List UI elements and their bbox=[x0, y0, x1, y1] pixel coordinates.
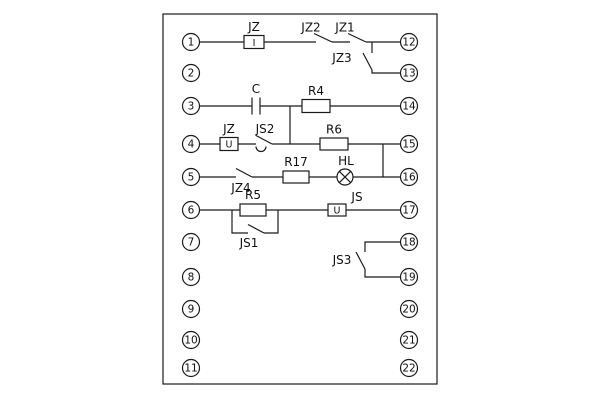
r4-label: R4 bbox=[308, 84, 324, 98]
wire bbox=[364, 269, 400, 278]
terminal-number: 2 bbox=[188, 68, 195, 80]
terminal-number: 8 bbox=[188, 272, 195, 284]
terminal-number: 12 bbox=[402, 37, 415, 49]
terminal-number: 20 bbox=[402, 304, 415, 316]
branch-jz-js2-r6: U JZ JS2 R6 bbox=[200, 122, 400, 177]
wire bbox=[231, 210, 248, 234]
terminal-10: 10 bbox=[181, 330, 201, 350]
terminal-number: 16 bbox=[402, 172, 416, 184]
r17-label: R17 bbox=[284, 155, 308, 169]
capacitor-label: C bbox=[252, 82, 260, 96]
r5-label: R5 bbox=[245, 188, 261, 202]
terminal-12: 12 bbox=[399, 32, 419, 52]
terminal-9: 9 bbox=[181, 299, 201, 319]
jz-coil-inner: I bbox=[253, 38, 256, 49]
terminal-number: 1 bbox=[188, 37, 195, 49]
r6-label: R6 bbox=[326, 123, 342, 137]
js3-label: JS3 bbox=[332, 253, 352, 267]
terminal-20: 20 bbox=[399, 299, 419, 319]
jz-aux-inner: U bbox=[226, 140, 233, 151]
r5-resistor bbox=[239, 203, 267, 217]
jz1-contact-icon bbox=[347, 32, 367, 43]
js3-contact-icon bbox=[355, 251, 366, 270]
terminal-21: 21 bbox=[399, 330, 419, 350]
branch-js3: JS3 bbox=[332, 241, 400, 278]
r17-resistor bbox=[282, 170, 310, 184]
jz-aux-label: JZ bbox=[222, 122, 235, 136]
terminal-number: 17 bbox=[402, 205, 415, 217]
js1-contact-icon bbox=[247, 223, 265, 234]
terminal-2: 2 bbox=[181, 63, 201, 83]
branch-jz4-r17-hl: JZ4 R17 HL bbox=[200, 154, 400, 195]
js2-delay-hook-icon bbox=[255, 146, 267, 153]
jz2-label: JZ2 bbox=[300, 21, 320, 35]
wire bbox=[364, 241, 400, 252]
jz3-label: JZ3 bbox=[331, 51, 351, 65]
terminal-4: 4 bbox=[181, 134, 201, 154]
terminal-14: 14 bbox=[399, 96, 419, 116]
branch-jz-coil: I JZ JZ2 JZ1 JZ3 bbox=[200, 20, 400, 74]
terminal-number: 11 bbox=[184, 363, 197, 375]
terminal-3: 3 bbox=[181, 96, 201, 116]
hl-lamp-cross-icon bbox=[338, 170, 352, 184]
terminal-number: 5 bbox=[188, 172, 195, 184]
branch-c-r4: C R4 bbox=[200, 82, 400, 144]
jz-coil-label: JZ bbox=[247, 20, 260, 34]
terminal-11: 11 bbox=[181, 358, 201, 378]
wire bbox=[264, 210, 279, 234]
terminal-7: 7 bbox=[181, 232, 201, 252]
r6-resistor bbox=[319, 137, 349, 151]
terminal-number: 18 bbox=[402, 237, 415, 249]
terminal-number: 19 bbox=[402, 272, 415, 284]
branch-r5-js: R5 U JS JS1 bbox=[200, 188, 400, 250]
terminal-number: 9 bbox=[188, 304, 195, 316]
terminal-number: 15 bbox=[402, 139, 415, 151]
terminal-number: 3 bbox=[188, 101, 195, 113]
terminal-17: 17 bbox=[399, 200, 419, 220]
terminal-number: 21 bbox=[402, 335, 415, 347]
hl-label: HL bbox=[338, 154, 354, 168]
terminal-number: 6 bbox=[188, 205, 195, 217]
terminal-1: 1 bbox=[181, 32, 201, 52]
terminal-number: 13 bbox=[402, 68, 415, 80]
js-coil-label: JS bbox=[350, 190, 362, 204]
terminal-15: 15 bbox=[399, 134, 419, 154]
terminal-13: 13 bbox=[399, 63, 419, 83]
diagram-border bbox=[162, 13, 438, 385]
js-coil-inner: U bbox=[334, 206, 341, 217]
jz4-label: JZ4 bbox=[230, 181, 250, 195]
wire bbox=[371, 70, 400, 74]
js2-label: JS2 bbox=[255, 122, 275, 136]
terminal-19: 19 bbox=[399, 267, 419, 287]
jz2-contact-icon bbox=[313, 32, 333, 43]
r4-resistor bbox=[301, 98, 331, 114]
terminal-16: 16 bbox=[399, 167, 419, 187]
terminal-22: 22 bbox=[399, 358, 419, 378]
jz1-label: JZ1 bbox=[334, 21, 354, 35]
terminal-number: 4 bbox=[188, 139, 195, 151]
terminal-6: 6 bbox=[181, 200, 201, 220]
terminal-5: 5 bbox=[181, 167, 201, 187]
jz3-contact-icon bbox=[362, 52, 373, 71]
terminal-18: 18 bbox=[399, 232, 419, 252]
terminal-number: 22 bbox=[402, 363, 415, 375]
terminal-number: 14 bbox=[402, 101, 416, 113]
terminal-8: 8 bbox=[181, 267, 201, 287]
jz4-contact-icon bbox=[235, 167, 253, 178]
js2-contact-icon bbox=[255, 134, 273, 145]
terminal-number: 10 bbox=[184, 335, 197, 347]
terminal-number: 7 bbox=[188, 237, 195, 249]
js1-label: JS1 bbox=[239, 236, 259, 250]
